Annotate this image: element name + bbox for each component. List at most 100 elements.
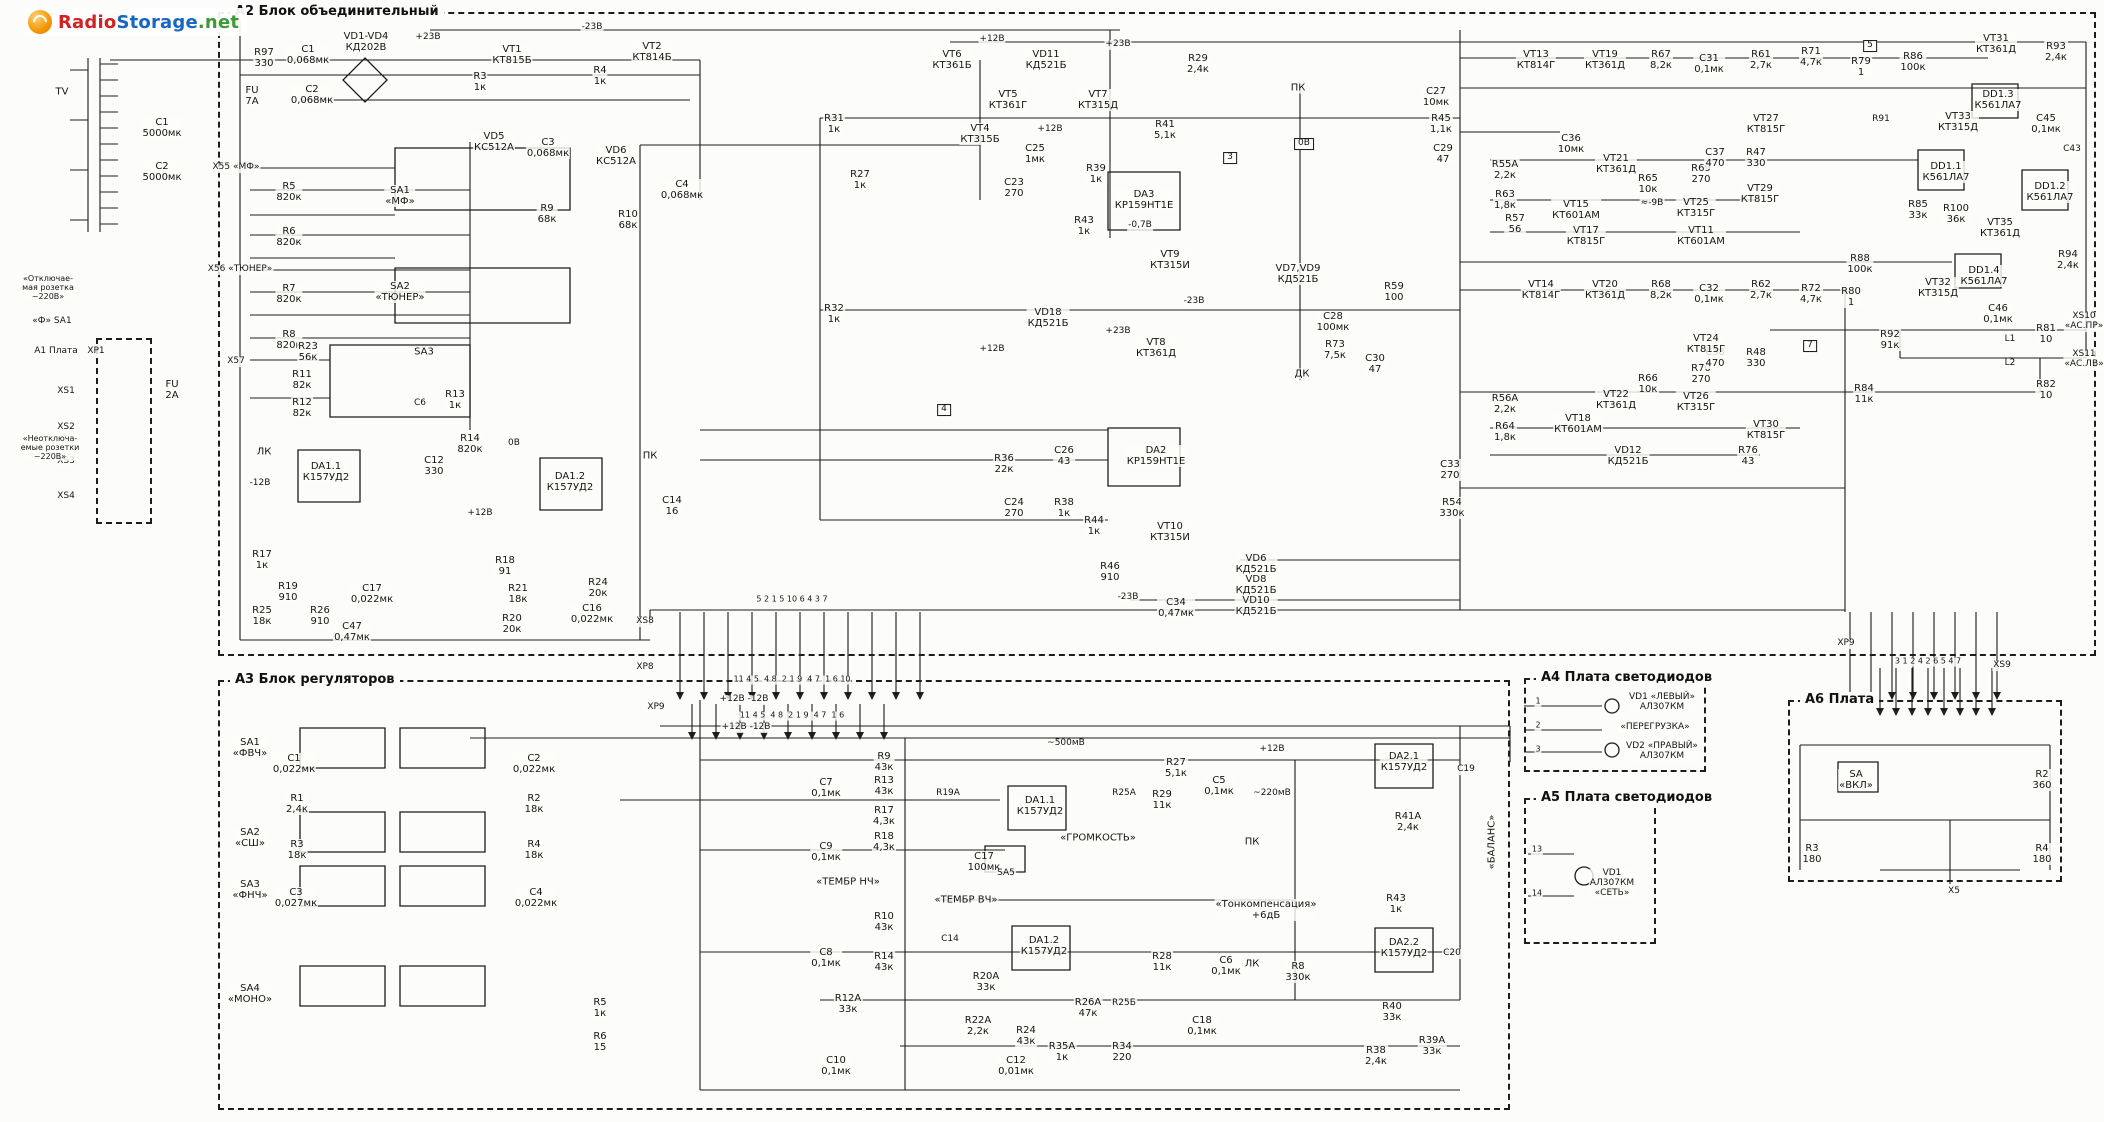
schematic-label: С18 0,1мк [1186, 1015, 1218, 1037]
schematic-label: +12В [1036, 124, 1064, 135]
schematic-label: R3 18к [286, 839, 308, 861]
schematic-label: ЛК [1243, 958, 1261, 970]
schematic-label: С30 47 [1364, 353, 1386, 375]
schematic-label: R91 [1871, 114, 1891, 125]
schematic-label: R19 910 [277, 581, 299, 603]
schematic-label: С28 100мк [1315, 311, 1351, 333]
schematic-label: С45 0,1мк [2030, 113, 2062, 135]
schematic-label: VT22 КТ361Д [1594, 389, 1638, 411]
block-title-a2: А2 Блок объединительный [230, 4, 444, 19]
schematic-label: +23В [414, 32, 442, 43]
schematic-label: 1 [1534, 696, 1542, 707]
schematic-label: R26 910 [309, 605, 331, 627]
schematic-label: С25 1мк [1024, 143, 1046, 165]
schematic-label: R38 2,4к [1364, 1045, 1388, 1067]
schematic-label: SA3 «ФНЧ» [231, 879, 269, 901]
schematic-label: VD7,VD9 КД521Б [1274, 263, 1322, 285]
schematic-label: DA1.2 К157УД2 [545, 471, 595, 493]
schematic-label: DA1.1 К157УД2 [1015, 795, 1065, 817]
schematic-label: R63 1,8к [1493, 189, 1517, 211]
schematic-label: R64 1,8к [1493, 421, 1517, 443]
schematic-label: С8 0,1мк [810, 947, 842, 969]
schematic-label: VT10 КТ315И [1149, 521, 1191, 543]
schematic-label: VT35 КТ361Д [1978, 217, 2022, 239]
schematic-label: R81 10 [2035, 323, 2057, 345]
schematic-label: R7 820к [275, 283, 303, 305]
schematic-label: R35А 1к [1047, 1041, 1077, 1063]
schematic-label: ДК [1293, 368, 1311, 380]
schematic-label: С34 0,47мк [1157, 597, 1195, 619]
schematic-label: С24 270 [1003, 497, 1025, 519]
schematic-label: DA3 КР159НТ1Е [1113, 189, 1175, 211]
schematic-label: ЛК [255, 446, 273, 458]
schematic-label: VT18 КТ601АМ [1553, 413, 1603, 435]
schematic-label: R65 10к [1637, 173, 1659, 195]
schematic-label: С6 [412, 398, 428, 409]
schematic-label: VT31 КТ361Д [1974, 33, 2018, 55]
schematic-label: DA1.1 К157УД2 [301, 461, 351, 483]
schematic-label: С29 47 [1432, 143, 1454, 165]
schematic-label: VT17 КТ815Г [1565, 225, 1607, 247]
schematic-label: R24 43к [1015, 1025, 1037, 1047]
site-logo[interactable]: RadioStorage.net [24, 8, 248, 36]
schematic-label: С2 0,068мк [289, 84, 335, 106]
schematic-label: R85 33к [1907, 199, 1929, 221]
schematic-label: R25А [1111, 788, 1137, 799]
schematic-label: SA1 «ФВЧ» [231, 737, 269, 759]
schematic-label: R27 1к [849, 169, 871, 191]
schematic-label: «ТЕМБР ВЧ» [933, 894, 999, 906]
schematic-label: VT26 КТ315Г [1675, 391, 1717, 413]
schematic-label: VD11 КД521Б [1024, 49, 1068, 71]
block-a6: А6 Плата [1788, 692, 2062, 882]
schematic-label: С1 0,022мк [271, 753, 317, 775]
schematic-label: 4 [937, 404, 951, 416]
schematic-label: R41А 2,4к [1393, 811, 1423, 833]
schematic-label: ХР9 [1836, 638, 1856, 649]
logo-radio: Radio [58, 11, 117, 33]
schematic-label: R6 15 [592, 1031, 608, 1053]
schematic-label: R93 2,4к [2044, 41, 2068, 63]
schematic-label: VD12 КД521Б [1606, 445, 1650, 467]
schematic-label: R55А 2,2к [1490, 159, 1520, 181]
schematic-label: R9 43к [873, 751, 895, 773]
schematic-label: С31 0,1мк [1693, 53, 1725, 75]
schematic-label: С33 270 [1439, 459, 1461, 481]
schematic-label: -12В [248, 478, 272, 489]
schematic-label: «Тонкомпенсация» +6дБ [1214, 899, 1318, 921]
schematic-label: R3 180 [1801, 843, 1823, 865]
schematic-label: С17 100мк [966, 851, 1002, 873]
schematic-label: С4 0,068мк [659, 179, 705, 201]
schematic-label: -0,7В [1127, 220, 1153, 231]
schematic-label: +12В -12В [720, 722, 772, 733]
schematic-label: R3 1к [472, 71, 488, 93]
schematic-label: VT6 КТ361Б [931, 49, 973, 71]
schematic-label: R34 220 [1111, 1041, 1133, 1063]
schematic-label: VD6 КС512А [594, 145, 638, 167]
schematic-label: ~500мВ [1046, 738, 1086, 749]
schematic-label: +12В [466, 508, 494, 519]
schematic-label: VD10 КД521Б [1234, 595, 1278, 617]
schematic-label: VT33 КТ315Д [1936, 111, 1980, 133]
schematic-label: R38 1к [1053, 497, 1075, 519]
schematic-label: R46 910 [1099, 561, 1121, 583]
schematic-label: R5 820к [275, 181, 303, 203]
schematic-label: R17 1к [251, 549, 273, 571]
schematic-label: Х55 «МФ» [211, 162, 261, 173]
schematic-label: VD18 КД521Б [1026, 307, 1070, 329]
schematic-label: DA1.2 К157УД2 [1019, 935, 1069, 957]
schematic-label: +12В [978, 344, 1006, 355]
schematic-label: R71 4,7к [1799, 46, 1823, 68]
schematic-label: VD1-VD4 КД202В [342, 31, 390, 53]
block-title-a5: А5 Плата светодиодов [1536, 790, 1718, 805]
schematic-label: С37 470 [1704, 147, 1726, 169]
schematic-label: R6 820к [275, 226, 303, 248]
schematic-label: DD1.1 К561ЛА7 [1921, 161, 1971, 183]
schematic-label: С4 0,022мк [513, 887, 559, 909]
schematic-label: 0В [507, 438, 521, 449]
schematic-label: R39 1к [1085, 163, 1107, 185]
schematic-label: R10 43к [873, 911, 895, 933]
schematic-label: SA2 «ТЮНЕР» [374, 281, 426, 303]
schematic-label: +23В [1104, 326, 1132, 337]
schematic-label: С17 0,022мк [349, 583, 395, 605]
